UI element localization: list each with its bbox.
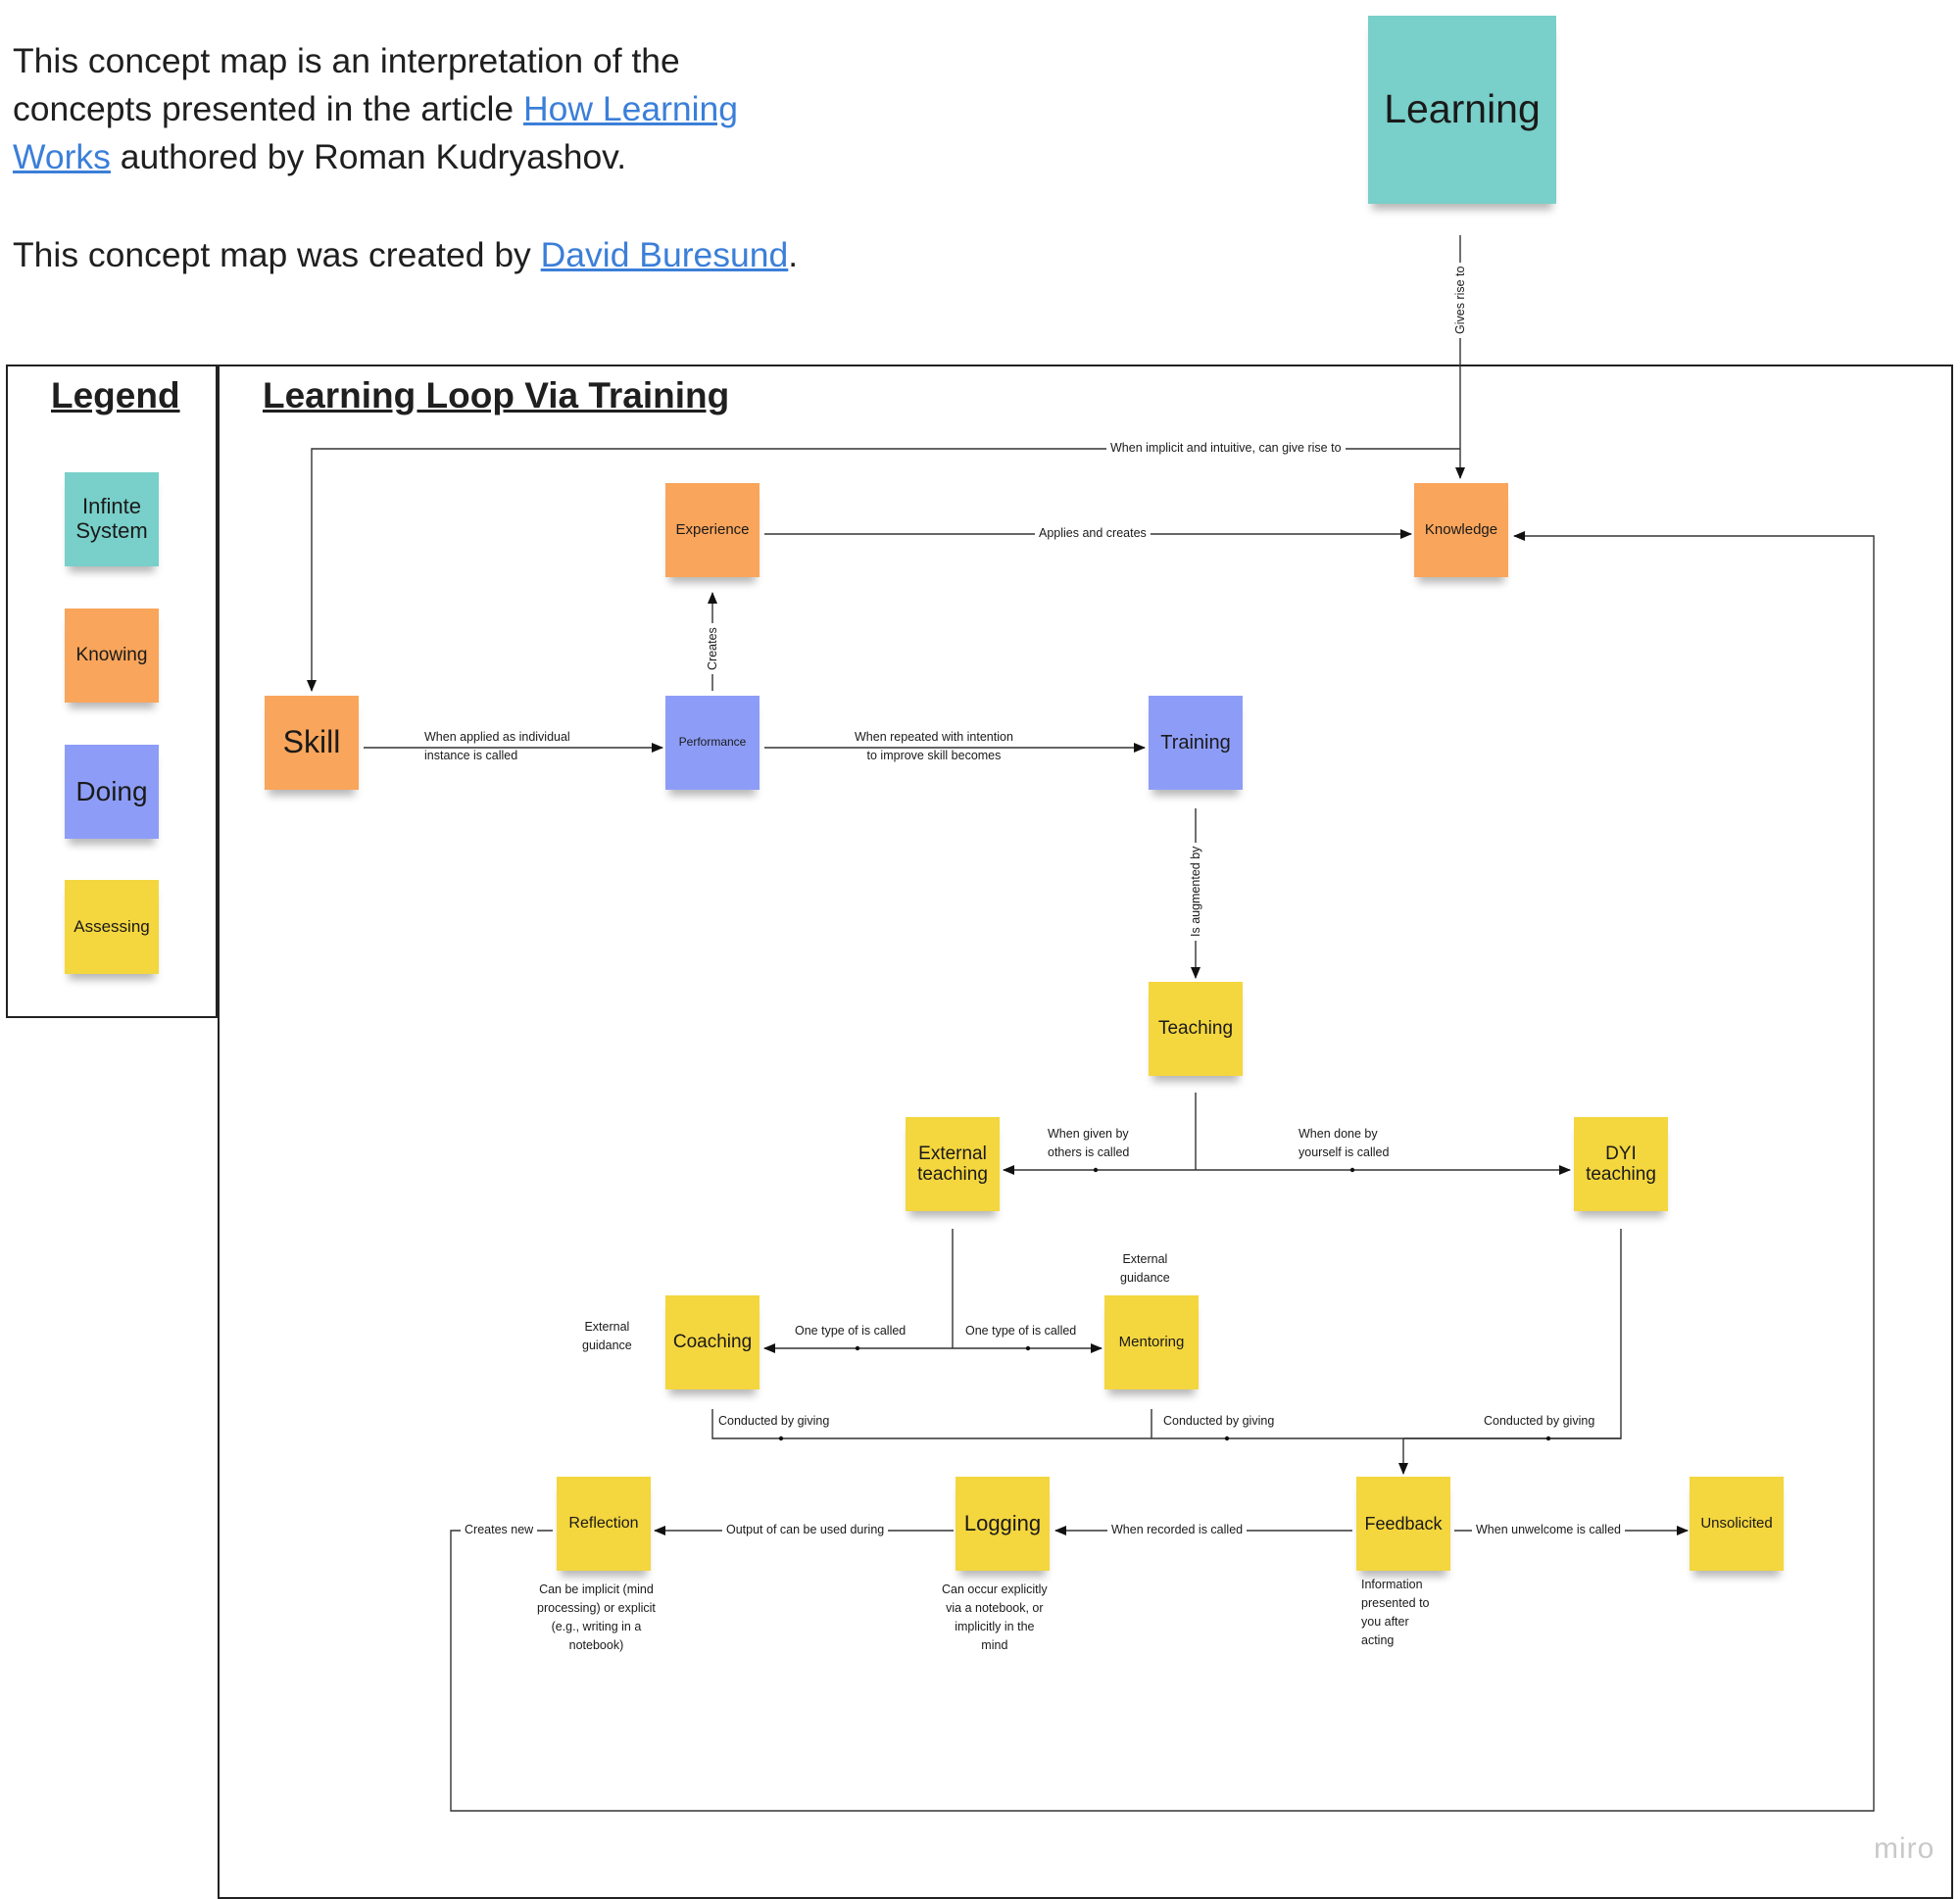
legend-label: Assessing: [74, 917, 150, 937]
edge-label-implicit-intuitive: When implicit and intuitive, can give ri…: [1106, 439, 1346, 458]
legend-frame[interactable]: [6, 365, 218, 1018]
legend-assessing[interactable]: Assessing: [65, 880, 159, 974]
edge-label-repeated-intention: When repeated with intention to improve …: [855, 730, 1013, 762]
node-logging[interactable]: Logging: [956, 1477, 1050, 1571]
edge-dyi-feedback: [1403, 1229, 1622, 1439]
node-skill[interactable]: Skill: [265, 696, 359, 790]
node-knowledge[interactable]: Knowledge: [1414, 483, 1508, 577]
node-external-teaching[interactable]: External teaching: [906, 1117, 1000, 1211]
node-teaching-label: Teaching: [1157, 1018, 1234, 1040]
node-unsolicited[interactable]: Unsolicited: [1690, 1477, 1784, 1571]
edge-label-conducted-3: Conducted by giving: [1484, 1414, 1595, 1428]
edge-knowledge-skill: [307, 448, 1460, 692]
node-feedback[interactable]: Feedback: [1356, 1477, 1450, 1571]
legend-doing[interactable]: Doing: [65, 745, 159, 839]
node-external-teaching-label: External teaching: [917, 1143, 988, 1185]
node-learning[interactable]: Learning: [1368, 16, 1556, 204]
intro-text-line-3: authored by Roman Kudryashov.: [110, 137, 627, 176]
mentoring-external-guidance: External guidance: [1120, 1252, 1170, 1285]
node-experience-label: Experience: [675, 520, 750, 538]
edge-label-augmented-by: Is augmented by: [1187, 842, 1205, 941]
node-reflection-label: Reflection: [568, 1515, 639, 1533]
node-performance-label: Performance: [678, 735, 747, 750]
node-training-label: Training: [1160, 731, 1231, 754]
node-performance[interactable]: Performance: [665, 696, 760, 790]
legend-label: Infinte System: [75, 494, 148, 543]
node-coaching-label: Coaching: [672, 1332, 753, 1353]
edge-label-done-by-yourself: When done by yourself is called: [1298, 1127, 1390, 1159]
main-frame-title: Learning Loop Via Training: [263, 375, 730, 415]
legend-knowing[interactable]: Knowing: [65, 609, 159, 703]
miro-watermark: miro: [1874, 1832, 1936, 1865]
node-dyi-teaching-label: DYI teaching: [1586, 1143, 1656, 1185]
edge-label-conducted-2: Conducted by giving: [1163, 1414, 1275, 1428]
node-coaching[interactable]: Coaching: [665, 1295, 760, 1389]
reflection-annotation: Can be implicit (mind processing) or exp…: [537, 1582, 656, 1652]
node-learning-label: Learning: [1384, 86, 1541, 132]
node-reflection[interactable]: Reflection: [557, 1477, 651, 1571]
node-teaching[interactable]: Teaching: [1149, 982, 1243, 1076]
author-text: This concept map was created by: [13, 235, 541, 274]
edge-label-recorded: When recorded is called: [1107, 1521, 1248, 1539]
edge-coaching-feedback: [711, 1409, 1621, 1439]
node-knowledge-label: Knowledge: [1424, 520, 1498, 538]
article-link[interactable]: How Learning: [522, 89, 739, 128]
author-period: .: [788, 235, 799, 274]
legend-infinite-system[interactable]: Infinte System: [65, 472, 159, 566]
intro-author: This concept map was created by David Bu…: [13, 231, 798, 279]
intro-text-line-1: This concept map is an interpretation of…: [13, 41, 680, 80]
edge-label-given-by-others: When given by others is called: [1048, 1127, 1130, 1159]
legend-title: Legend: [51, 375, 180, 415]
article-link-continued[interactable]: Works: [13, 137, 111, 176]
logging-annotation: Can occur explicitly via a notebook, or …: [942, 1582, 1048, 1652]
node-experience[interactable]: Experience: [665, 483, 760, 577]
feedback-annotation: Information presented to you after actin…: [1361, 1578, 1430, 1647]
edge-label-creates: Creates: [704, 623, 722, 674]
edge-label-gives-rise-to: Gives rise to: [1451, 262, 1470, 338]
edge-label-one-type-right: One type of is called: [965, 1324, 1077, 1338]
author-link[interactable]: David Buresund: [540, 235, 789, 274]
edge-label-creates-new: Creates new: [461, 1521, 538, 1539]
legend-label: Doing: [75, 776, 148, 807]
edge-label-one-type-left: One type of is called: [795, 1324, 906, 1338]
edge-label-unwelcome: When unwelcome is called: [1472, 1521, 1625, 1539]
node-training[interactable]: Training: [1149, 696, 1243, 790]
edge-label-applies-creates: Applies and creates: [1035, 524, 1151, 543]
intro-paragraph: This concept map is an interpretation of…: [13, 37, 738, 181]
intro-text-line-2: concepts presented in the article: [13, 89, 523, 128]
node-skill-label: Skill: [282, 724, 341, 760]
node-dyi-teaching[interactable]: DYI teaching: [1574, 1117, 1668, 1211]
edge-label-applied-individual: When applied as individual instance is c…: [424, 730, 570, 762]
node-feedback-label: Feedback: [1364, 1513, 1443, 1534]
legend-label: Knowing: [75, 645, 148, 666]
edge-label-output-used: Output of can be used during: [722, 1521, 889, 1539]
node-mentoring-label: Mentoring: [1118, 1333, 1185, 1350]
edge-label-conducted-1: Conducted by giving: [718, 1414, 830, 1428]
node-unsolicited-label: Unsolicited: [1700, 1514, 1773, 1532]
node-logging-label: Logging: [963, 1510, 1042, 1535]
coaching-external-guidance: External guidance: [582, 1320, 632, 1352]
node-mentoring[interactable]: Mentoring: [1104, 1295, 1199, 1389]
